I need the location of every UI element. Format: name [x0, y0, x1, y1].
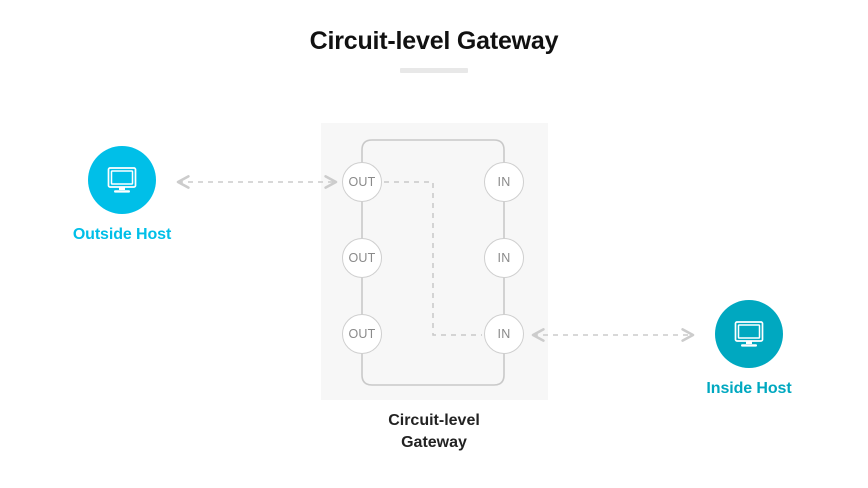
- monitor-icon: [107, 167, 137, 193]
- port-label: OUT: [348, 251, 376, 265]
- gateway-caption: Circuit-level Gateway: [334, 410, 534, 454]
- port-label: OUT: [348, 175, 376, 189]
- port-label: IN: [497, 251, 511, 265]
- port-out-2[interactable]: OUT: [342, 238, 382, 278]
- port-label: IN: [497, 327, 511, 341]
- port-label: IN: [497, 175, 511, 189]
- gateway-caption-line2: Gateway: [401, 434, 467, 451]
- gateway-caption-line1: Circuit-level: [388, 412, 480, 429]
- title-divider: [400, 68, 468, 73]
- port-out-3[interactable]: OUT: [342, 314, 382, 354]
- inside-host-label: Inside Host: [706, 380, 792, 397]
- inside-host-circle: [715, 300, 783, 368]
- port-out-1[interactable]: OUT: [342, 162, 382, 202]
- port-in-2[interactable]: IN: [484, 238, 524, 278]
- page-title: Circuit-level Gateway: [309, 27, 559, 55]
- monitor-icon: [734, 321, 764, 347]
- port-in-3[interactable]: IN: [484, 314, 524, 354]
- outside-host-label: Outside Host: [72, 226, 172, 243]
- port-label: OUT: [348, 327, 376, 341]
- port-in-1[interactable]: IN: [484, 162, 524, 202]
- outside-host-circle: [88, 146, 156, 214]
- node-outside-host[interactable]: Outside Host: [47, 146, 197, 244]
- node-inside-host[interactable]: Inside Host: [674, 300, 824, 398]
